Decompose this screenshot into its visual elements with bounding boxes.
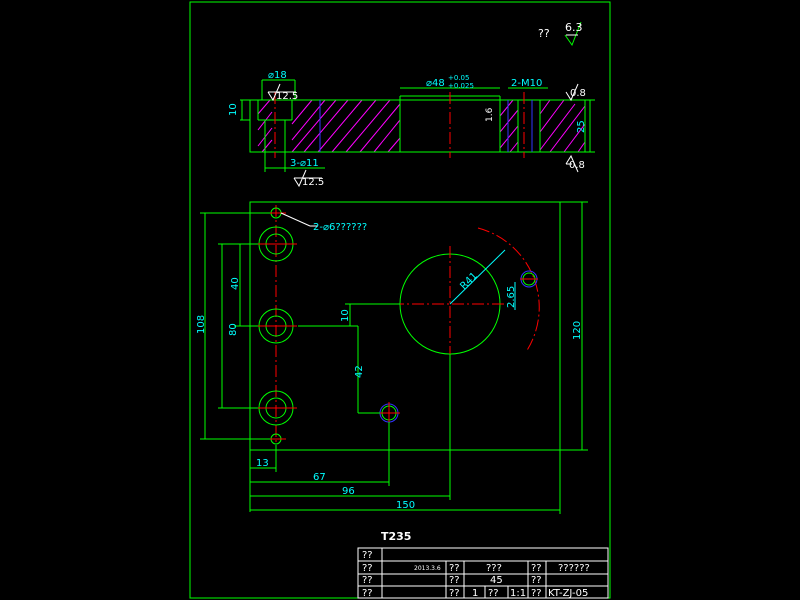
title-r4c6: 1:1 [510, 588, 526, 599]
title-r4c7: ?? [531, 588, 542, 599]
roughness-note-prefix: ?? [538, 27, 550, 40]
dim-13: 13 [256, 458, 269, 469]
dim-108: 108 [196, 315, 207, 334]
title-r3c3: ?? [449, 575, 460, 586]
dim-angle: 2.65 [506, 286, 517, 308]
section-hatching [257, 99, 586, 153]
dim-bore-tol-lower: +0.025 [448, 82, 474, 90]
title-r1c1: ?? [362, 550, 373, 561]
title-r2c4: ??? [486, 563, 502, 574]
plan-dimensions: 2-⌀6?????? R41 2.65 40 80 108 10 42 120 [196, 201, 588, 514]
dim-counterbore-depth: 10 [228, 103, 239, 116]
roughness-note-value: 6.3 [565, 21, 583, 34]
title-r3c4: 45 [490, 575, 503, 586]
title-r2c1: ?? [362, 563, 373, 574]
plan-view [249, 201, 561, 451]
title-r4c4: 1 [472, 588, 478, 599]
dim-bore-tol-upper: +0.05 [448, 74, 469, 82]
dim-67: 67 [313, 472, 326, 483]
dim-holes: 3-⌀11 [290, 158, 319, 169]
dim-bore: ⌀48 [426, 78, 445, 89]
dim-150: 150 [396, 500, 415, 511]
title-r2c6: ?????? [558, 563, 590, 574]
dim-bottom-rough: 0.8 [569, 160, 585, 171]
dim-80: 80 [228, 323, 239, 336]
title-r3c1: ?? [362, 575, 373, 586]
dim-120: 120 [572, 321, 583, 340]
title-r4c5: ?? [488, 588, 499, 599]
dim-counterbore-rough: 12.5 [276, 91, 298, 102]
title-r4c3: ?? [449, 588, 460, 599]
note-pin-holes: 2-⌀6?????? [313, 222, 367, 233]
title-r2c3: ?? [449, 563, 460, 574]
title-r4c1: ?? [362, 588, 373, 599]
dim-96: 96 [342, 486, 355, 497]
dim-thread: 2-M10 [511, 78, 542, 89]
dim-42: 42 [354, 365, 365, 378]
dim-counterbore-dia: ⌀18 [268, 70, 287, 81]
title-block: ?? ?? 2013.3.6 ?? ??? ?? ?????? ?? ?? 45… [357, 547, 609, 599]
material-label: T235 [381, 530, 411, 543]
section-view [249, 92, 586, 158]
dim-10: 10 [340, 309, 351, 322]
dim-thickness: 25 [576, 120, 587, 133]
title-r3c5: ?? [531, 575, 542, 586]
dim-40: 40 [230, 277, 241, 290]
title-r4c8: KT-ZJ-05 [548, 588, 588, 599]
dim-radius: R41 [458, 270, 480, 292]
section-dimensions: ⌀18 12.5 10 ⌀48 +0.05 +0.025 2-M10 0.8 1… [228, 70, 595, 188]
dim-top-rough: 0.8 [570, 88, 586, 99]
title-r2c2: 2013.3.6 [414, 565, 441, 572]
dim-holes-rough: 12.5 [302, 177, 324, 188]
section-outline [249, 99, 586, 153]
dim-bore-rough: 1.6 [485, 107, 495, 122]
title-r2c5: ?? [531, 563, 542, 574]
roughness-symbol-icon [564, 21, 582, 47]
